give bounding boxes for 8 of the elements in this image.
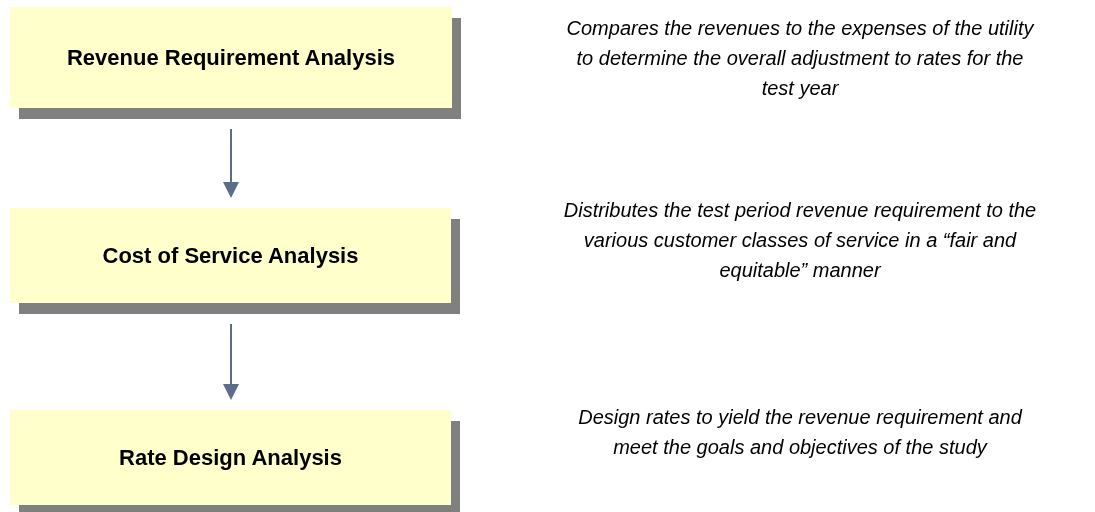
arrow (223, 128, 239, 198)
description-text: Distributes the test period revenue requirement to the various customer classes of service in a “fair and equitable” manner (562, 198, 1038, 283)
box-title: Cost of Service Analysis (101, 241, 360, 270)
description-text: Design rates to yield the revenue requirement and meet the goals and objectives of the study (577, 405, 1024, 460)
box-title: Revenue Requirement Analysis (65, 43, 397, 72)
box-title: Rate Design Analysis (118, 443, 343, 472)
description-text: Compares the revenues to the expenses of the utility to determine the overall adjustment to rates for the test year (565, 16, 1036, 101)
arrow (223, 323, 239, 400)
